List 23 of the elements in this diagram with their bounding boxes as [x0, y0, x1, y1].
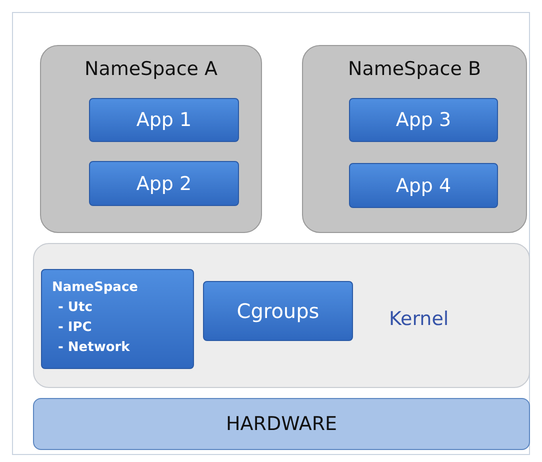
hardware-layer	[33, 398, 530, 450]
panel-title: NameSpace B	[346, 58, 482, 80]
box-label: HARDWARE	[226, 413, 338, 435]
box-label: Cgroups	[236, 299, 320, 323]
box-label: App 2	[136, 172, 192, 194]
cgroups-box	[203, 281, 353, 341]
namespace-panel	[302, 45, 527, 233]
namespace-box	[41, 269, 194, 369]
app-box	[89, 98, 239, 142]
namespace-panel	[40, 45, 262, 233]
box-label: App 1	[136, 109, 192, 131]
list-item: - Utc	[57, 299, 94, 317]
app-box	[349, 98, 498, 142]
panel-title: NameSpace A	[84, 58, 218, 80]
list-item: - Network	[57, 339, 131, 357]
app-box	[89, 161, 239, 206]
box-label: App 4	[396, 174, 452, 196]
box-label: App 3	[396, 109, 452, 131]
list-item: - IPC	[57, 319, 93, 337]
layer-label: Kernel	[389, 308, 449, 330]
app-box	[349, 163, 498, 208]
kernel-layer	[33, 243, 530, 388]
box-heading: NameSpace	[52, 279, 139, 297]
